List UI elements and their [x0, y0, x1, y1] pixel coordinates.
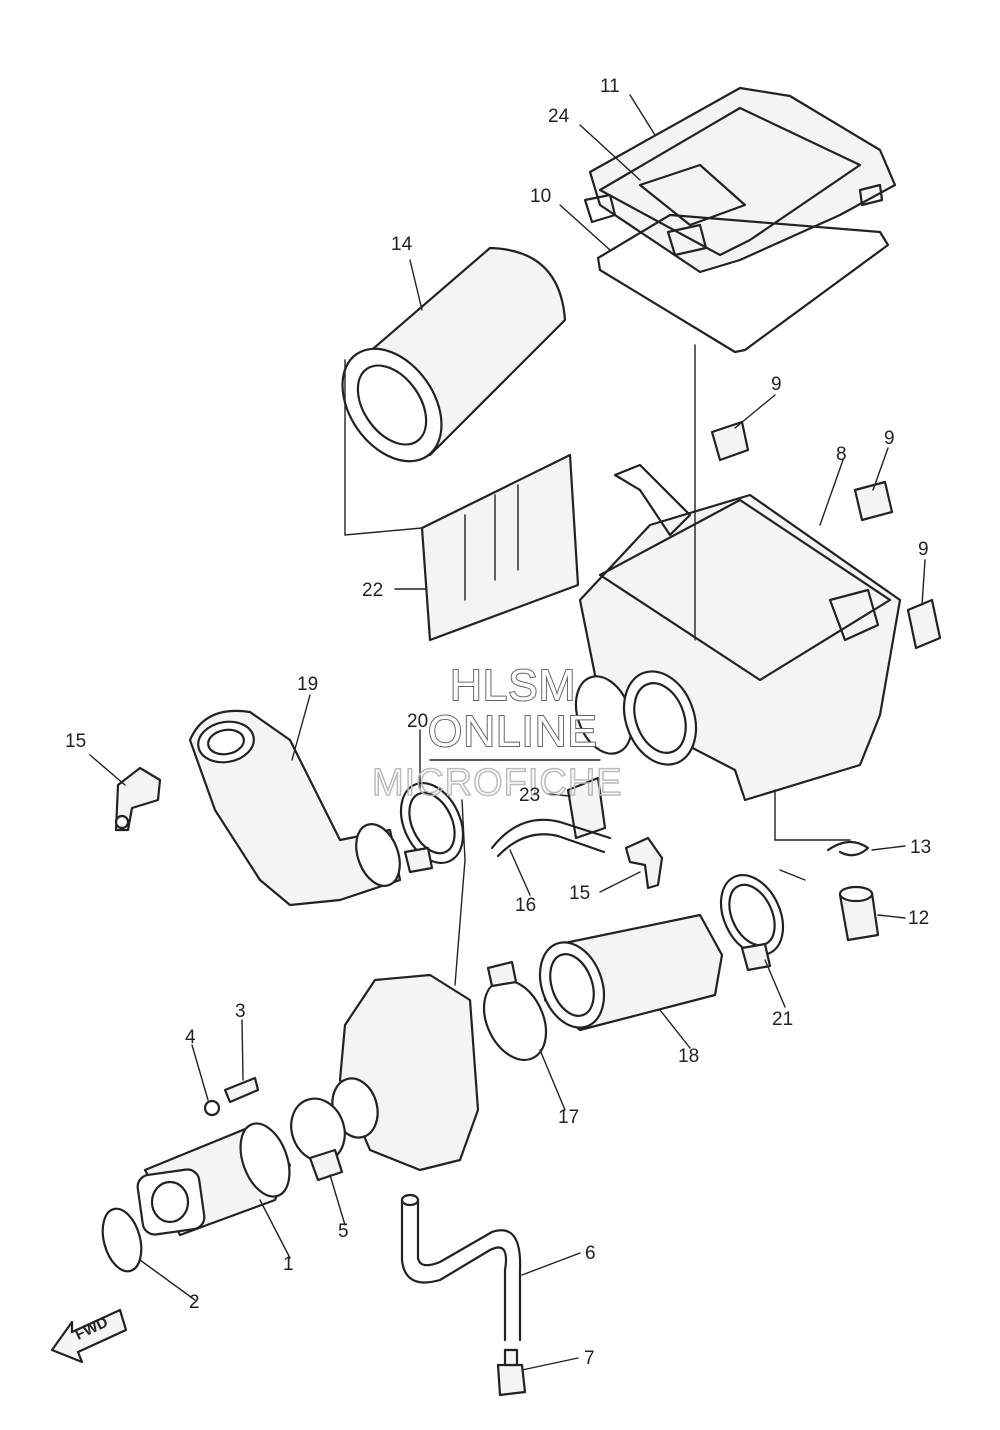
watermark-line1: HLSM [450, 661, 576, 710]
watermark: HLSM ONLINE MICROFICHE [371, 660, 623, 805]
clamp-21 [719, 874, 785, 972]
callout-5: 5 [338, 1221, 349, 1242]
carburetor-joint-18 [538, 913, 724, 1032]
callout-labels: 11 24 10 14 9 9 9 8 22 19 20 15 23 13 16… [65, 76, 931, 1369]
callout-1: 1 [283, 1254, 294, 1275]
callout-16: 16 [515, 895, 536, 916]
clip-9c [906, 598, 942, 650]
o-ring-2 [101, 1207, 143, 1273]
callout-22: 22 [362, 580, 383, 601]
callout-9c: 9 [918, 539, 929, 560]
callout-23: 23 [519, 785, 540, 806]
drain-cap-12 [838, 885, 880, 942]
callout-4: 4 [185, 1027, 196, 1048]
washer-4 [203, 1099, 221, 1117]
fwd-arrow: FWD [50, 1308, 128, 1364]
callout-7: 7 [584, 1348, 595, 1369]
clamp-17 [482, 960, 548, 1061]
callout-9a: 9 [771, 374, 782, 395]
callout-21: 21 [772, 1009, 793, 1030]
plug-7 [496, 1348, 527, 1397]
alignment-lines [429, 344, 851, 986]
watermark-line3: MICROFICHE [372, 762, 623, 804]
clip-9a [710, 420, 750, 462]
filter-guide-plate [344, 359, 580, 642]
hose-16 [490, 818, 612, 858]
callout-9b: 9 [884, 428, 895, 449]
callout-10: 10 [530, 186, 551, 207]
elbow-fitting-15a [114, 766, 162, 832]
callout-2: 2 [189, 1292, 200, 1313]
callout-15a: 15 [65, 731, 86, 752]
joint-23 [566, 776, 607, 840]
intake-manifold-1 [136, 1122, 292, 1237]
callout-19: 19 [297, 674, 318, 695]
air-filter-element [341, 246, 567, 463]
hose-6-end [400, 1193, 420, 1207]
airbox-cover [583, 86, 897, 274]
callout-12: 12 [908, 908, 929, 929]
leader-lines [89, 94, 926, 1371]
callout-11: 11 [600, 76, 620, 97]
callout-17: 17 [558, 1107, 579, 1128]
air-filter-case [578, 463, 902, 802]
clamp-20 [399, 782, 465, 874]
watermark-line2: ONLINE [428, 707, 598, 756]
carburetor [331, 973, 480, 1172]
clip-13 [826, 840, 870, 857]
callout-24: 24 [548, 106, 570, 127]
cover-gasket [596, 213, 890, 354]
case-intake-ducts [574, 670, 698, 766]
bolt-3 [223, 1076, 260, 1104]
callout-3: 3 [235, 1001, 246, 1022]
callout-8: 8 [836, 444, 847, 465]
callout-18: 18 [678, 1046, 699, 1067]
callout-6: 6 [585, 1243, 596, 1264]
intake-duct-19 [188, 709, 402, 907]
hose-6 [400, 1198, 522, 1342]
clamp-5 [290, 1097, 346, 1182]
elbow-fitting-15b [624, 836, 664, 890]
callout-13: 13 [910, 837, 931, 858]
callout-14: 14 [391, 234, 413, 255]
callout-15b: 15 [569, 883, 590, 904]
callout-20: 20 [407, 711, 428, 732]
